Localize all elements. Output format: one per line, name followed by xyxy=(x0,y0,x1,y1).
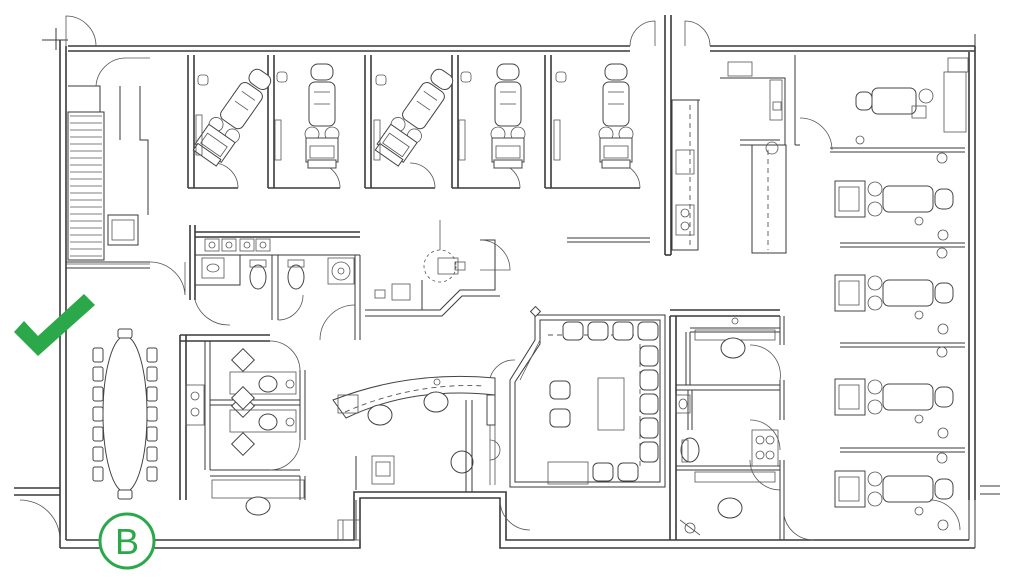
dental-chair xyxy=(490,63,526,169)
waiting-chair xyxy=(549,380,571,400)
entry-doors-top xyxy=(65,15,711,256)
waiting-chair xyxy=(617,462,639,482)
conference-chair xyxy=(146,426,158,442)
office-desk xyxy=(229,347,297,419)
waiting-chair xyxy=(592,462,614,482)
wall-fixture xyxy=(936,346,948,358)
restrooms xyxy=(189,225,361,341)
conference-chair xyxy=(117,328,133,339)
wall-fixture xyxy=(936,152,948,164)
waiting-chair xyxy=(587,321,609,341)
wall-cabinet xyxy=(274,119,282,161)
dental-chair xyxy=(192,68,272,167)
waiting-chair xyxy=(562,321,584,341)
wall-cabinet xyxy=(373,119,381,161)
waiting-chair xyxy=(639,393,659,415)
conference-chair xyxy=(92,466,104,482)
wall-fixture xyxy=(197,74,209,86)
waiting-chair xyxy=(639,417,659,439)
exterior-walls xyxy=(14,28,1000,549)
conference-chair xyxy=(146,446,158,462)
operatories-top xyxy=(187,55,641,189)
conference-chair xyxy=(92,386,104,402)
marker-b-badge: B xyxy=(98,512,156,570)
conference-room xyxy=(92,328,158,500)
conference-chair xyxy=(92,366,104,382)
wall-fixture xyxy=(936,247,948,259)
dental-chair xyxy=(598,63,634,169)
lower-right-rooms xyxy=(669,309,976,548)
waiting-chair xyxy=(549,408,571,428)
conference-chair xyxy=(92,446,104,462)
dental-chair xyxy=(834,378,954,439)
dental-chair xyxy=(834,274,954,335)
wall-fixture xyxy=(460,71,472,83)
conference-chair xyxy=(146,386,158,402)
reception-area xyxy=(332,359,531,531)
conference-chair xyxy=(92,406,104,422)
vanity-sink xyxy=(255,238,271,252)
marker-b-label: B xyxy=(115,521,139,562)
waiting-chair xyxy=(637,321,659,341)
waiting-chair xyxy=(639,345,659,367)
conference-chair xyxy=(146,366,158,382)
vanity-sink xyxy=(221,238,237,252)
pano-room xyxy=(365,220,511,317)
waiting-chair xyxy=(639,441,659,463)
waiting-chair xyxy=(639,369,659,391)
conference-chair xyxy=(146,406,158,422)
conference-chair xyxy=(92,426,104,442)
dental-chair xyxy=(834,180,954,241)
check-mark-icon xyxy=(14,294,95,356)
conference-chair xyxy=(146,347,158,363)
dental-chair xyxy=(855,87,934,145)
private-offices xyxy=(179,334,357,540)
conference-chair xyxy=(92,347,104,363)
operatories-right xyxy=(830,57,969,531)
conference-chair xyxy=(117,489,133,500)
vanity-sink xyxy=(204,238,220,252)
wall-fixture xyxy=(555,71,567,83)
misc-fixtures xyxy=(19,499,361,541)
conference-chair xyxy=(146,466,158,482)
wall-cabinet xyxy=(195,114,203,156)
wall-fixture xyxy=(936,452,948,464)
waiting-room xyxy=(509,305,666,488)
green-check-mark xyxy=(14,294,95,356)
waiting-chair xyxy=(612,321,634,341)
wall-cabinet xyxy=(458,119,466,161)
sterilization-room xyxy=(567,55,833,254)
dental-chair xyxy=(834,470,954,531)
wall-fixture xyxy=(276,71,288,83)
dental-chair xyxy=(374,68,454,167)
vanity-sink xyxy=(239,238,255,252)
wall-cabinet xyxy=(553,119,561,161)
dental-chair xyxy=(304,63,340,169)
stairwell xyxy=(66,57,186,296)
wall-fixture xyxy=(375,74,387,86)
office-desk xyxy=(229,385,297,457)
